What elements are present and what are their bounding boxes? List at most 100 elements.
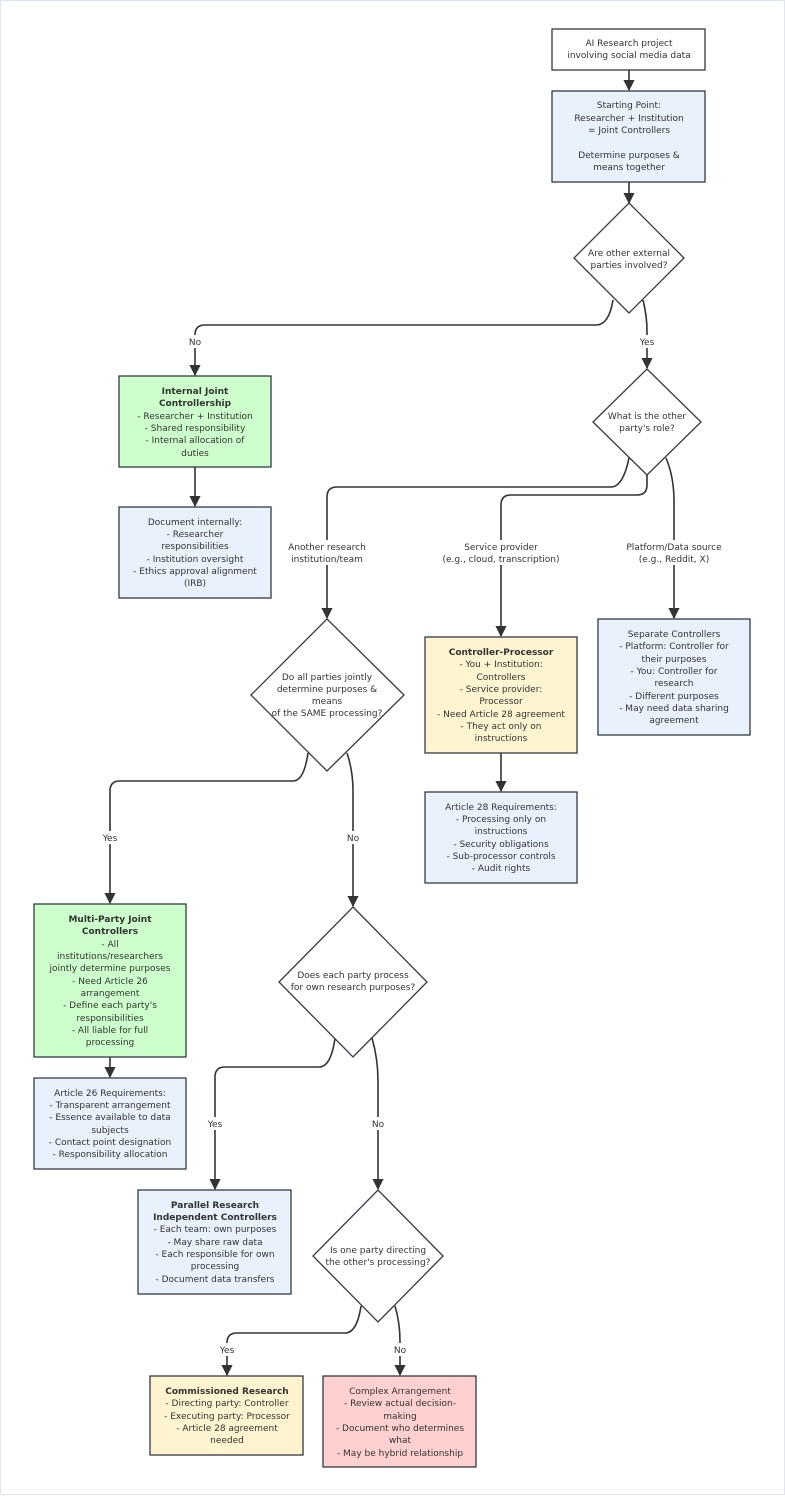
edge-q-external-no [189,299,614,377]
edge-q-jointly-no [346,752,359,908]
multi-party-line: - All [101,940,118,950]
parallel-research-line: - Each team: own purposes [154,1225,277,1235]
internal-joint-line: - Researcher + Institution [137,412,252,422]
edge-q-directing-no [394,1305,406,1377]
edge-label-yes-directing: Yes [219,1346,235,1356]
nodes [33,28,751,1468]
art28-requirements-line: instructions [475,827,528,837]
edge-q-directing-yes [221,1305,362,1377]
q-jointly-line: determine purposes & [277,685,377,695]
separate-controllers-line: their purposes [641,655,706,665]
internal-joint-line: - Internal allocation of [146,436,246,446]
art26-requirements-line: - Contact point designation [49,1138,171,1148]
q-role-line: party's role? [619,424,675,434]
parallel-research-title: Independent Controllers [153,1213,277,1223]
q-role-line: What is the other [608,412,686,422]
complex-line: - Review actual decision- [344,1399,456,1409]
document-internally-line: - Researcher [167,530,224,540]
node-start [551,28,706,71]
node-internal-joint [118,375,272,468]
multi-party-title: Multi-Party Joint [68,915,152,925]
node-q-jointly [250,618,405,772]
controller-processor-line: - They act only on [461,722,542,732]
edge-q-role-another [321,457,630,620]
node-q-role [592,368,702,476]
document-internally-line: responsibilities [161,542,229,552]
node-texts: AI Research project involving social med… [49,39,729,1459]
q-jointly-line: Do all parties jointly [282,673,373,683]
q-own-purposes-line: for own research purposes? [291,983,416,993]
edge-label-yes-own: Yes [207,1120,223,1130]
edge-q-own-yes [209,1037,336,1191]
node-document-internally [118,506,272,599]
multi-party-line: - Need Article 26 [72,977,148,987]
node-q-directing [312,1189,444,1323]
multi-party-line: arrangement [81,989,140,999]
q-jointly-line: of the SAME processing? [272,709,383,719]
art26-requirements-line: - Essence available to data [49,1113,170,1123]
internal-joint-line: duties [181,449,209,459]
edge-label-no-external: No [189,338,202,348]
q-jointly-line: means [312,697,343,707]
parallel-research-line: - Document data transfers [156,1275,275,1285]
starting-point-line: = Joint Controllers [588,126,670,136]
node-controller-processor [424,636,578,754]
document-internally-line: - Ethics approval alignment [133,567,257,577]
node-art28-requirements [424,791,578,884]
art26-requirements-line: - Transparent arrangement [49,1101,170,1111]
starting-point-line: Researcher + Institution [574,114,683,124]
edge-label-platform: Platform/Data source [626,543,722,553]
edge-label-service-provider: (e.g., cloud, transcription) [442,555,559,565]
node-art26-requirements [33,1077,187,1170]
start-line: involving social media data [567,51,690,61]
multi-party-line: jointly determine purposes [49,964,171,974]
q-directing-line: the other's processing? [326,1258,431,1268]
edge-label-no-own: No [372,1120,385,1130]
complex-line: what [389,1436,412,1446]
art26-requirements-line: - Responsibility allocation [53,1150,168,1160]
edge-label-platform: (e.g., Reddit, X) [639,555,709,565]
controller-processor-line: instructions [475,734,528,744]
parallel-research-line: processing [191,1262,240,1272]
start-line: AI Research project [585,39,673,49]
node-starting-point [551,90,706,183]
art28-requirements-line: - Sub-processor controls [446,852,555,862]
edge-labels: No Yes Another research institution/team… [100,335,722,1356]
document-internally-line: Document internally: [148,518,242,528]
commissioned-line: - Directing party: Controller [165,1399,288,1409]
separate-controllers-line: - Platform: Controller for [619,642,729,652]
edge-q-own-no [371,1037,384,1191]
commissioned-title: Commissioned Research [165,1387,288,1397]
commissioned-line: - Article 28 agreement [176,1424,278,1434]
edge-label-service-provider: Service provider [464,543,538,553]
document-internally-line: (IRB) [184,579,206,589]
q-external-line: Are other external [588,249,670,259]
edge-label-yes-jointly: Yes [102,834,118,844]
edge-label-yes-external: Yes [639,338,655,348]
complex-line: Complex Arrangement [349,1387,451,1397]
art28-requirements-line: - Audit rights [472,864,531,874]
node-separate-controllers [597,618,751,736]
node-q-external [573,202,685,314]
parallel-research-title: Parallel Research [171,1201,259,1211]
multi-party-line: responsibilities [76,1014,144,1024]
edge-label-no-directing: No [394,1346,407,1356]
art26-requirements-line: subjects [91,1126,129,1136]
commissioned-line: needed [210,1436,244,1446]
complex-line: - Document who determines [336,1424,464,1434]
internal-joint-title: Internal Joint [162,387,229,397]
controller-processor-line: Processor [479,697,523,707]
complex-line: making [383,1412,416,1422]
internal-joint-title: Controllership [159,399,232,409]
multi-party-title: Controllers [82,927,138,937]
node-complex [322,1375,477,1468]
multi-party-line: - Define each party's [63,1001,157,1011]
edges [104,70,680,1377]
edge-q-role-service [495,475,648,638]
controller-processor-line: - You + Institution: [459,660,542,670]
separate-controllers-line: - You: Controller for [630,667,717,677]
edge-label-another-institution: Another research [288,543,366,553]
node-parallel-research [137,1189,292,1295]
